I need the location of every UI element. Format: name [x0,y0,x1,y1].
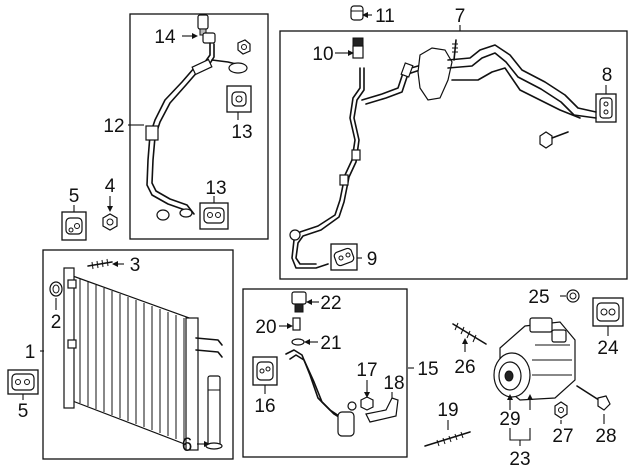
part-20-valve-core [292,317,301,331]
part-10-service-valve [352,37,364,59]
part-14-valve-cap [197,14,216,44]
callout-18: 18 [383,373,404,394]
callout-6: 6 [182,435,193,456]
callout-7: 7 [455,6,466,27]
callout-4: 4 [105,176,116,197]
callout-13-upper: 13 [231,122,252,143]
callout-13-lower: 13 [205,178,226,199]
callout-5-upper: 5 [69,186,80,207]
part-11-valve-cap [350,5,364,21]
part-24-gasket [592,297,624,327]
part-8-gasket [595,93,617,123]
callout-29: 29 [499,409,520,430]
callout-20: 20 [255,317,276,338]
part-21-o-ring [291,338,305,346]
callout-17: 17 [356,360,377,381]
part-6-receiver-drier [205,375,223,450]
callout-12: 12 [103,116,124,137]
callout-26: 26 [454,357,475,378]
part-7-stud [452,39,458,61]
callout-10: 10 [312,44,333,65]
box-1-condenser-group [42,249,234,460]
callout-14: 14 [154,27,176,48]
part-17-nut [360,396,374,411]
callout-5-lower: 5 [18,401,29,422]
callout-8: 8 [602,65,613,86]
part-13-gasket-lower [199,202,229,230]
callout-28: 28 [595,426,616,447]
callout-27: 27 [552,426,573,447]
box-15-liquid-line-group [242,288,408,458]
part-15-liquid-line [285,349,357,437]
part-3-bolt [87,258,113,270]
part-28-bolt [576,385,611,411]
part-4-nut [102,213,118,231]
callout-2: 2 [51,312,62,333]
part-5-gasket-lower [7,369,39,395]
part-2-plug [49,281,63,297]
part-7-bolt [539,131,569,149]
callout-9: 9 [367,249,378,270]
part-29-compressor [493,317,576,401]
callout-11: 11 [375,6,395,27]
part-13-gasket-upper [226,85,252,113]
callout-3: 3 [130,255,141,276]
callout-22: 22 [320,293,341,314]
part-19-stud [424,431,471,447]
part-18-bracket [365,397,399,423]
callout-16: 16 [254,396,275,417]
callout-1: 1 [25,342,36,363]
callout-23: 23 [509,449,530,470]
leader-lines [22,12,609,447]
callout-15: 15 [417,359,438,380]
part-5-gasket-upper [61,211,87,241]
part-22-pressure-switch [291,291,307,313]
callout-19: 19 [437,400,458,421]
box-12-hose-group [129,13,269,240]
callout-21: 21 [320,333,341,354]
part-16-gasket [252,356,278,386]
part-7-manifold-line [289,44,597,269]
part-nut-small [237,39,251,55]
part-1-condenser [63,267,223,451]
box-7-manifold-group [279,30,628,280]
callout-25: 25 [528,287,549,308]
part-12-high-pressure-hose [145,42,248,221]
part-26-stud [452,322,487,345]
callout-24: 24 [597,338,619,359]
part-9-gasket [330,243,358,271]
part-27-nut [554,401,568,419]
part-25-seal [566,289,580,303]
